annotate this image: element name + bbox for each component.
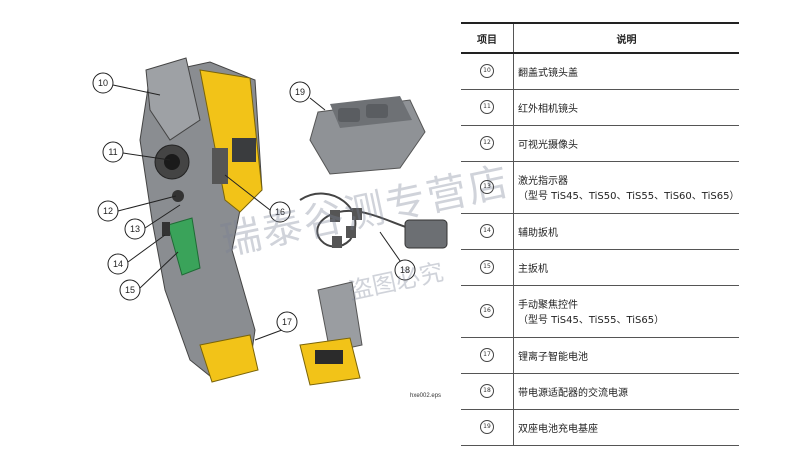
table-row: 15 主扳机 [461,249,739,286]
item-description: 可视光摄像头 [518,139,578,151]
callout-13: 13 [124,218,146,240]
header-description: 说明 [513,22,739,54]
product-figure: 10 11 12 13 14 15 16 17 [92,57,448,399]
item-number: 13 [480,180,494,194]
svg-text:15: 15 [125,285,135,295]
svg-text:11: 11 [108,147,117,157]
item-number: 19 [480,420,494,434]
item-number: 11 [480,100,494,114]
svg-text:17: 17 [282,317,292,327]
item-number: 14 [480,224,494,238]
item-number: 10 [480,64,494,79]
item-number: 17 [480,348,494,362]
item-description: 锂离子智能电池 [518,351,588,363]
item-note: （型号 TiS45、TiS50、TiS55、TiS60、TiS65） [518,191,740,202]
item-number: 18 [480,384,494,398]
callout-15: 15 [119,279,141,301]
callout-16: 16 [269,201,291,223]
table-row: 10 翻盖式镜头盖 [461,53,739,90]
svg-text:19: 19 [295,87,305,97]
item-description: 手动聚焦控件 [518,300,578,311]
table-row: 19 双座电池充电基座 [461,409,739,446]
callout-17: 17 [276,311,298,333]
svg-text:10: 10 [98,78,108,88]
table-row: 12 可视光摄像头 [461,125,739,162]
ac-power-supply [299,192,448,249]
item-description: 主扳机 [518,263,548,275]
svg-text:18: 18 [400,265,410,275]
callout-19: 19 [289,81,311,103]
callout-14: 14 [107,253,129,275]
svg-text:13: 13 [130,224,140,234]
table-row: 13 激光指示器 （型号 TiS45、TiS50、TiS55、TiS60、TiS… [461,161,740,214]
callout-11: 11 [102,141,124,163]
svg-text:14: 14 [113,259,123,269]
charging-base [309,96,426,175]
header-number: 项目 [461,22,514,54]
table-row: 17 锂离子智能电池 [461,337,739,374]
callout-12: 12 [97,200,119,222]
battery [299,281,363,386]
table-row: 11 红外相机镜头 [461,89,739,126]
svg-text:16: 16 [275,207,285,217]
thermal-camera-illustration: 10 11 12 13 14 15 16 17 [92,57,448,399]
item-number: 16 [480,304,494,318]
item-note: （型号 TiS45、TiS55、TiS65） [518,315,665,326]
item-number: 15 [480,260,494,274]
figure-id: hxe002.eps [410,393,441,399]
callout-18: 18 [394,259,416,281]
item-description: 带电源适配器的交流电源 [518,387,628,399]
item-description: 翻盖式镜头盖 [518,67,578,79]
item-number: 12 [480,136,494,150]
item-description: 激光指示器 [518,176,568,187]
table-row: 14 辅助扳机 [461,213,739,250]
parts-table: 项目 说明 10 翻盖式镜头盖 11 红外相机镜头 12 可视光摄像头 13 激… [461,22,739,446]
camera-body [139,57,263,383]
table-row: 18 带电源适配器的交流电源 [461,373,739,410]
item-description: 红外相机镜头 [518,103,578,115]
table-header-row: 项目 说明 [461,22,739,54]
item-description: 双座电池充电基座 [518,423,598,435]
callout-10: 10 [92,72,114,94]
svg-text:12: 12 [103,206,113,216]
table-row: 16 手动聚焦控件 （型号 TiS45、TiS55、TiS65） [461,285,739,338]
item-description: 辅助扳机 [518,227,558,239]
